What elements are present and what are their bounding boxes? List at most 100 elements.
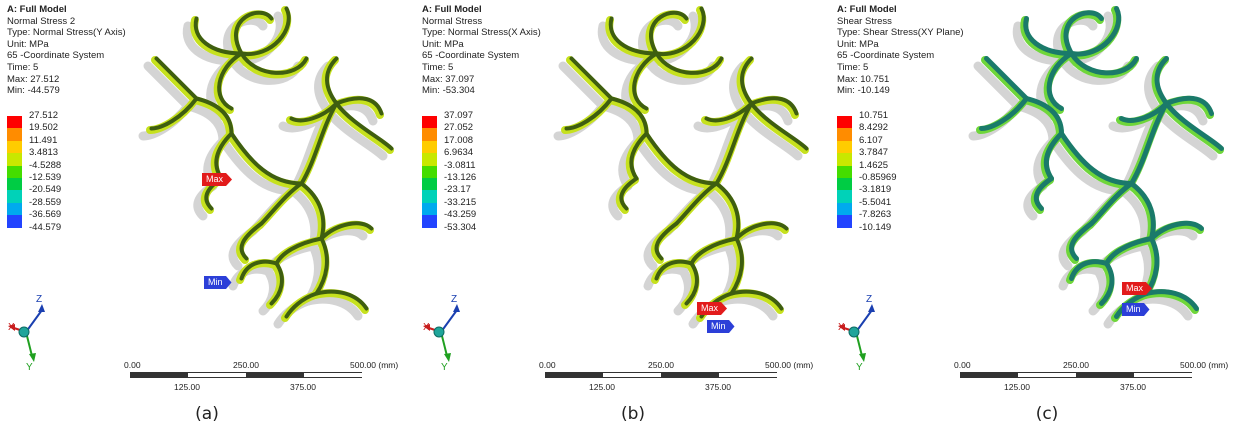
legend-value: -5.5041 — [859, 196, 892, 208]
coordinate-triad-icon[interactable]: Z X Y — [419, 288, 479, 373]
result-type: Type: Normal Stress(Y Axis) — [7, 27, 126, 39]
result-min: Min: -53.304 — [422, 85, 475, 97]
min-probe-tag[interactable]: Min — [204, 276, 232, 289]
result-panel-shear-stress-xy: A: Full Model Shear Stress Type: Shear S… — [830, 0, 1245, 434]
legend-value: -44.579 — [29, 221, 62, 233]
legend-value: 1.4625 — [859, 159, 889, 171]
scale-label: 375.00 — [290, 382, 316, 392]
legend-value: -10.149 — [859, 221, 892, 233]
result-max: Max: 37.097 — [422, 73, 475, 85]
coordinate-triad-icon[interactable]: Z X Y — [834, 288, 894, 373]
axis-y-label: Y — [441, 362, 448, 373]
axis-x-label: X — [8, 322, 15, 333]
min-probe-tag[interactable]: Min — [707, 320, 735, 333]
panel-caption: (a) — [195, 404, 219, 424]
legend-value: 10.751 — [859, 110, 889, 121]
scale-label: 500.00 (mm) — [350, 360, 399, 370]
result-header: A: Full Model Normal Stress Type: Normal… — [422, 4, 541, 97]
legend-value: 37.097 — [444, 110, 474, 121]
result-name: Normal Stress — [422, 15, 483, 27]
scale-label: 125.00 — [589, 382, 615, 392]
result-name: Normal Stress 2 — [7, 15, 76, 27]
result-max: Max: 10.751 — [837, 73, 890, 85]
coordinate-triad-icon[interactable]: Z X Y — [4, 288, 64, 373]
result-unit: Unit: MPa — [7, 38, 49, 50]
legend-value: 3.4813 — [29, 147, 59, 159]
legend-value: 3.7847 — [859, 147, 889, 159]
legend-value: -20.549 — [29, 184, 62, 196]
scale-label: 0.00 — [954, 360, 971, 370]
axis-z-label: Z — [36, 294, 42, 305]
legend-value: -3.0811 — [444, 159, 476, 171]
scale-label: 0.00 — [124, 360, 141, 370]
panel-caption: (c) — [1035, 404, 1059, 424]
legend-value: 8.4292 — [859, 122, 889, 134]
scale-bar: 0.00 250.00 500.00 (mm) 125.00 375.00 — [954, 356, 1242, 396]
scale-label: 375.00 — [1120, 382, 1146, 392]
legend-value: -43.259 — [444, 209, 477, 221]
legend-value: -33.215 — [444, 196, 477, 208]
result-time: Time: 5 — [422, 61, 454, 73]
result-header: A: Full Model Normal Stress 2 Type: Norm… — [7, 4, 126, 97]
axis-y-label: Y — [856, 362, 863, 373]
result-panel-normal-stress-x: A: Full Model Normal Stress Type: Normal… — [415, 0, 830, 434]
legend-value: -13.126 — [444, 171, 477, 183]
legend-value: 11.491 — [29, 134, 58, 146]
scale-label: 375.00 — [705, 382, 731, 392]
legend-value: -36.569 — [29, 209, 62, 221]
scale-bar: 0.00 250.00 500.00 (mm) 125.00 375.00 — [539, 356, 827, 396]
scale-label: 125.00 — [174, 382, 200, 392]
max-probe-tag[interactable]: Max — [202, 173, 233, 186]
result-max: Max: 27.512 — [7, 73, 60, 85]
legend-value: -12.539 — [29, 171, 62, 183]
result-header: A: Full Model Shear Stress Type: Shear S… — [837, 4, 964, 97]
result-time: Time: 5 — [837, 61, 869, 73]
legend-value: -3.1819 — [859, 184, 892, 196]
result-min: Min: -10.149 — [837, 85, 890, 97]
max-probe-tag[interactable]: Max — [697, 302, 728, 315]
legend-value: -4.5288 — [29, 159, 62, 171]
legend-value: -28.559 — [29, 196, 62, 208]
scale-label: 500.00 (mm) — [765, 360, 814, 370]
axis-y-label: Y — [26, 362, 33, 373]
result-type: Type: Shear Stress(XY Plane) — [837, 27, 964, 39]
scale-label: 0.00 — [539, 360, 556, 370]
axis-x-label: X — [423, 322, 430, 333]
legend-value: 6.107 — [859, 134, 883, 146]
coordinate-system: 65 -Coordinate System — [422, 50, 520, 62]
scale-bar: 0.00 250.00 500.00 (mm) 125.00 375.00 — [124, 356, 412, 396]
axis-z-label: Z — [451, 294, 457, 305]
legend-value: 17.008 — [444, 134, 474, 146]
legend-value: -0.85969 — [859, 171, 897, 183]
result-unit: Unit: MPa — [837, 38, 879, 50]
coordinate-system: 65 -Coordinate System — [7, 50, 105, 62]
legend-value: -7.8263 — [859, 209, 892, 221]
model-title: A: Full Model — [837, 4, 897, 15]
scale-label: 125.00 — [1004, 382, 1030, 392]
lattice-model-view[interactable] — [950, 0, 1245, 350]
model-title: A: Full Model — [422, 4, 482, 15]
legend-value: 6.9634 — [444, 147, 474, 159]
axis-x-label: X — [838, 322, 845, 333]
legend-value: -53.304 — [444, 221, 477, 233]
model-title: A: Full Model — [7, 4, 67, 15]
scale-label: 250.00 — [233, 360, 259, 370]
legend-value: 27.052 — [444, 122, 474, 134]
scale-label: 250.00 — [648, 360, 674, 370]
scale-label: 250.00 — [1063, 360, 1089, 370]
max-probe-tag[interactable]: Max — [1122, 282, 1153, 295]
result-min: Min: -44.579 — [7, 85, 60, 97]
axis-z-label: Z — [866, 294, 872, 305]
lattice-model-view[interactable] — [535, 0, 830, 350]
lattice-model-view[interactable] — [120, 0, 415, 350]
result-name: Shear Stress — [837, 15, 892, 27]
coordinate-system: 65 -Coordinate System — [837, 50, 935, 62]
min-probe-tag[interactable]: Min — [1122, 303, 1150, 316]
result-time: Time: 5 — [7, 61, 39, 73]
scale-label: 500.00 (mm) — [1180, 360, 1229, 370]
result-type: Type: Normal Stress(X Axis) — [422, 27, 541, 39]
legend-value: -23.17 — [444, 184, 471, 196]
result-unit: Unit: MPa — [422, 38, 464, 50]
panel-caption: (b) — [620, 404, 646, 424]
legend-value: 27.512 — [29, 110, 59, 121]
